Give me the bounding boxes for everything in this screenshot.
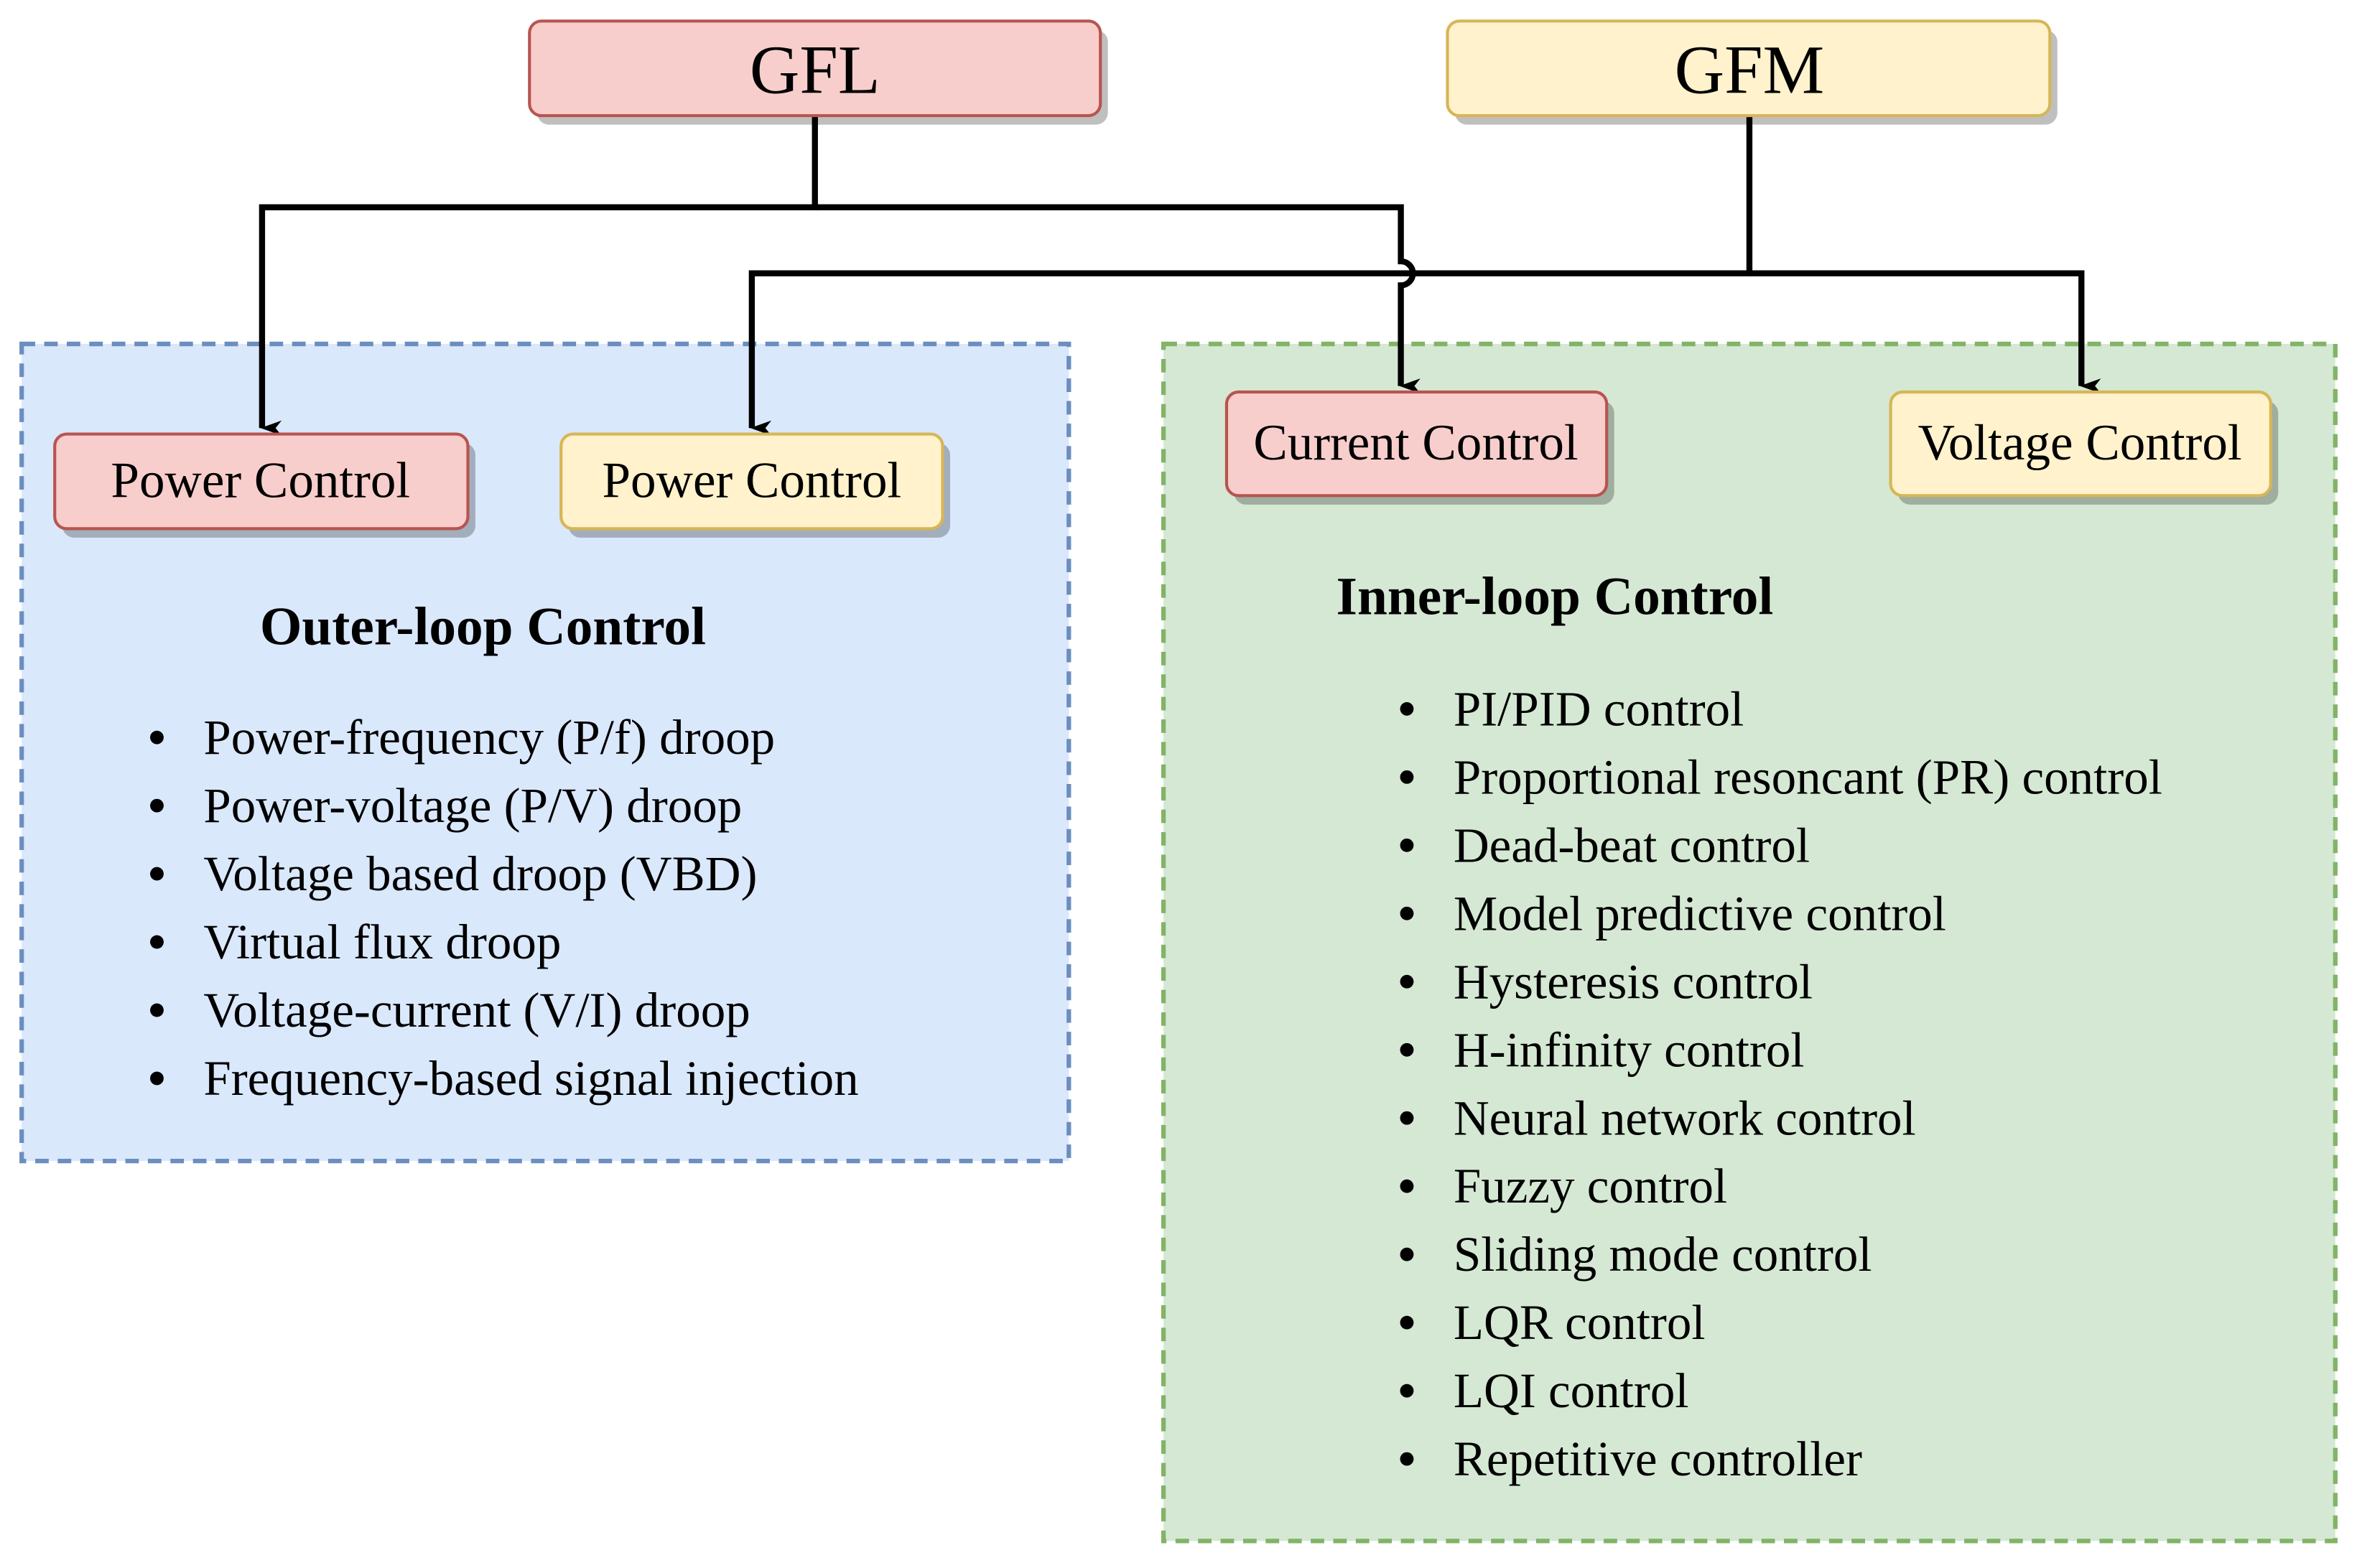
voltage-control-node: Voltage Control (1889, 390, 2272, 498)
bullet-icon (1400, 1179, 1414, 1193)
gfl-power-control-label: Power Control (111, 452, 410, 508)
list-item: Neural network control (1454, 1090, 1916, 1145)
list-item: Voltage-current (V/I) droop (203, 982, 750, 1037)
current-control-node: Current Control (1224, 390, 1609, 498)
list-item: PI/PID control (1454, 681, 1744, 736)
list-item: Repetitive controller (1454, 1431, 1862, 1486)
list-item: Virtual flux droop (203, 914, 561, 969)
list-item: Frequency-based signal injection (203, 1050, 858, 1106)
gfm-node: GFM (1446, 19, 2052, 118)
bullet-icon (1400, 1383, 1414, 1398)
bullet-icon (1400, 701, 1414, 716)
list-item: Voltage based droop (VBD) (203, 846, 757, 901)
bullet-icon (150, 1003, 164, 1017)
bullet-icon (1400, 770, 1414, 784)
current-control-label: Current Control (1253, 415, 1578, 471)
bullet-icon (1400, 1315, 1414, 1330)
list-item: LQI control (1454, 1363, 1689, 1418)
list-item: Hysteresis control (1454, 953, 1813, 1009)
list-item: Model predictive control (1454, 885, 1946, 941)
bullet-icon (1400, 906, 1414, 920)
voltage-control-label: Voltage Control (1918, 415, 2242, 471)
inner-loop-title: Inner-loop Control (1336, 567, 1774, 627)
bullet-icon (150, 867, 164, 881)
list-item: Power-frequency (P/f) droop (203, 709, 775, 765)
gfl-label: GFL (750, 32, 880, 108)
bullet-icon (150, 935, 164, 949)
list-item: LQR control (1454, 1294, 1706, 1350)
bullet-icon (1400, 1111, 1414, 1125)
list-item: Fuzzy control (1454, 1158, 1727, 1213)
list-item: Sliding mode control (1454, 1226, 1872, 1282)
bullet-icon (1400, 838, 1414, 852)
inner-loop-container (1161, 341, 2338, 1544)
gfm-power-control-label: Power Control (603, 452, 902, 508)
gfm-power-control-node: Power Control (559, 432, 944, 531)
gfm-connectors (748, 116, 2101, 436)
bullet-icon (1400, 1042, 1414, 1057)
list-item: Proportional resoncant (PR) control (1454, 749, 2162, 804)
gfl-node: GFL (528, 19, 1102, 118)
list-item: Dead-beat control (1454, 817, 1810, 872)
gfl-power-control-node: Power Control (53, 432, 470, 531)
bullet-icon (1400, 1452, 1414, 1466)
bullet-icon (150, 1071, 164, 1086)
outer-loop-title: Outer-loop Control (260, 597, 706, 656)
bullet-icon (1400, 974, 1414, 989)
bullet-icon (150, 730, 164, 745)
bullet-icon (1400, 1247, 1414, 1261)
outer-loop-list: Power-frequency (P/f) droopPower-voltage… (150, 709, 859, 1106)
gfm-label: GFM (1675, 32, 1825, 108)
list-item: H-infinity control (1454, 1022, 1805, 1077)
bullet-icon (150, 798, 164, 813)
list-item: Power-voltage (P/V) droop (203, 778, 742, 833)
